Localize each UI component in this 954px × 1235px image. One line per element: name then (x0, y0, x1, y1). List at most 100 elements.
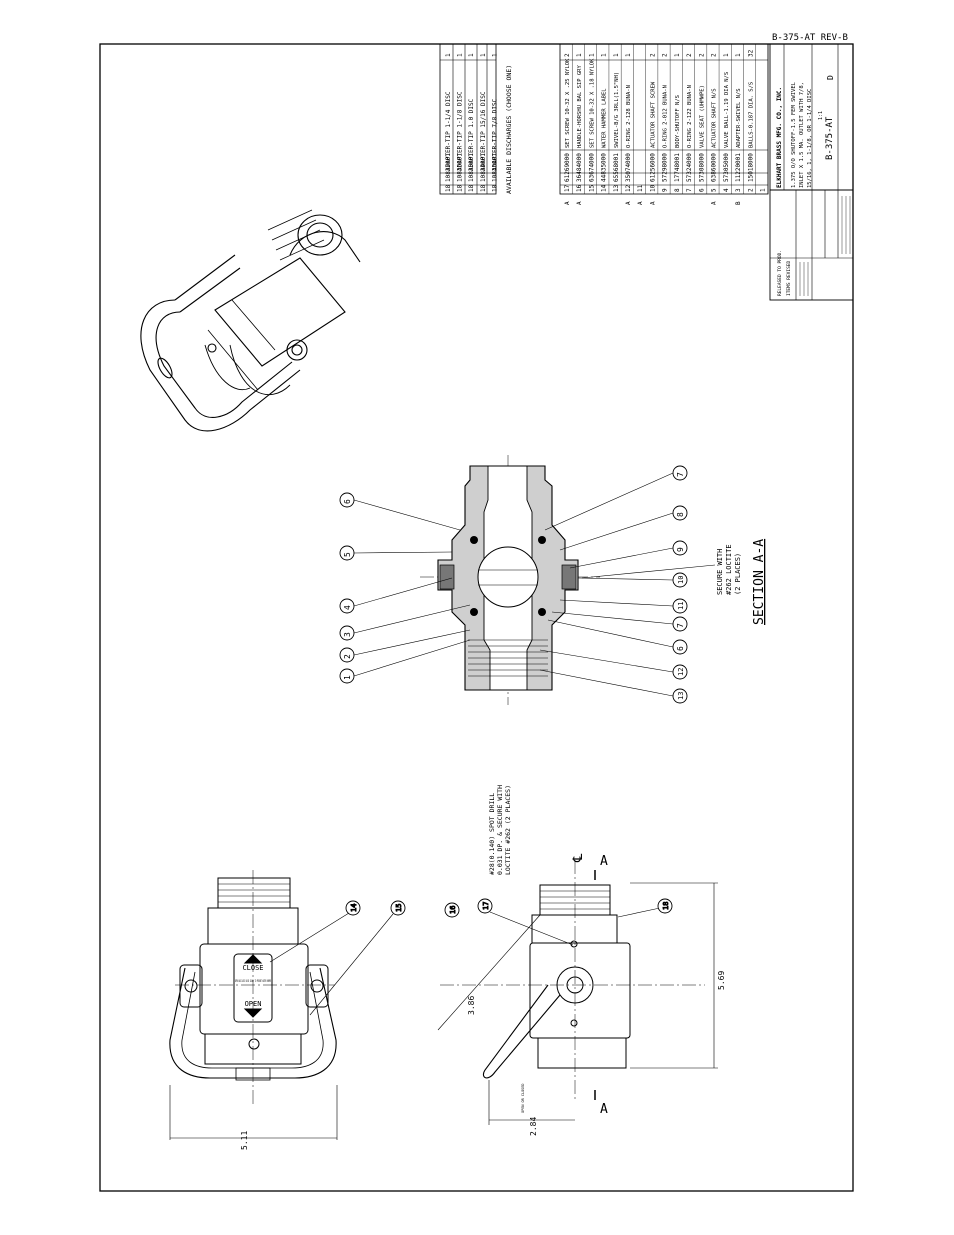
front-dim-width: 5.11 (240, 1131, 249, 1150)
section-balloon-7: 7 (672, 465, 688, 481)
bom-row-item: 7 (686, 188, 693, 192)
side-dim-handle: 3.86 (467, 996, 476, 1015)
svg-text:5: 5 (343, 552, 352, 557)
bom-row-part: 15018000 (747, 153, 754, 182)
side-view: 5.69 3.86 2.84 OPEN OR CLOSED #28(0.140)… (437, 785, 726, 1136)
bom-row-mark: A (576, 201, 583, 205)
title-desc-3: 15/16, 1, 1-1/8, OR 1-1/4 DISC (807, 89, 813, 188)
bom-row-qty: 1 (601, 53, 608, 57)
bom-row-mark: A (649, 201, 656, 205)
svg-text:15: 15 (395, 904, 403, 912)
bom-row-desc: BALLS-0.187 DIA. S/S (748, 82, 754, 148)
section-balloon-6: 6 (672, 639, 688, 655)
side-dim-overall: 5.69 (717, 971, 726, 990)
section-balloon-12: 12 (672, 664, 688, 680)
discharge-row-part: 10837001 (445, 153, 452, 182)
section-balloon-6: 6 (339, 492, 355, 508)
bom-row-qty: 1 (674, 53, 681, 57)
section-note-2: #262 LOCTITE (725, 544, 733, 595)
side-note-3: LOCTITE #262 (2 PLACES) (504, 785, 512, 875)
bom-row-qty: 1 (588, 53, 595, 57)
bom-row-desc: ACTUATOR SHAFT N/S (712, 88, 718, 148)
bom-row-part: 57298000 (662, 153, 669, 182)
section-note-1: SECURE WITH (716, 549, 724, 595)
bom-row-desc: VALVE SEAT (UHMWPE) (699, 85, 705, 148)
bom-row-desc: SET SCREW 10-32 X .18 NYLOK (589, 58, 595, 148)
bom-row-part: 61269000 (564, 153, 571, 182)
discharge-row-part: 10834001 (480, 153, 487, 182)
section-note-3: (2 PLACES) (734, 553, 742, 595)
section-balloon-5: 5 (339, 545, 355, 561)
bom-row-qty: 1 (735, 53, 742, 57)
bom-row-item: 5 (711, 188, 718, 192)
section-balloon-1: 1 (339, 668, 355, 684)
bom-row-item: 3 (735, 188, 742, 192)
section-balloon-7: 7 (672, 616, 688, 632)
svg-text:4: 4 (343, 605, 352, 610)
svg-text:17: 17 (482, 902, 490, 910)
svg-text:7: 7 (676, 623, 685, 628)
bom-row-part: 35074000 (625, 153, 632, 182)
bom-row-desc: HANDLE-HORSHU BAL SIP GRY (577, 65, 583, 148)
bom-row-desc: ADAPTER-SWIVEL N/S (736, 88, 742, 148)
bom-row-qty: 1 (625, 53, 632, 57)
scale: 1:1 (818, 111, 824, 120)
rev-a: RELEASED TO PROD. (777, 250, 783, 296)
svg-text:8: 8 (676, 512, 685, 517)
bom-row-item: 12 (625, 184, 632, 192)
bom-row-item: 17 (564, 184, 571, 192)
svg-text:12: 12 (677, 668, 685, 676)
section-balloon-10: 10 (672, 572, 688, 588)
bom-row-mark: B (735, 201, 742, 205)
section-a-a: SECTION A-A SECURE WITH #262 LOCTITE (2 … (339, 455, 767, 705)
section-balloon-3: 3 (339, 625, 355, 641)
front-label-close: CLOSE (242, 964, 263, 972)
discharge-row-item: 18 (457, 184, 464, 192)
discharge-row-desc: ADAPTER-TIP 1-1/8 DISC (457, 91, 464, 171)
svg-text:2: 2 (343, 654, 352, 659)
section-balloon-9: 9 (672, 540, 688, 556)
bom-row-item: 11 (637, 184, 644, 192)
bom-row-qty: 2 (649, 53, 656, 57)
bom-row-item: 13 (613, 184, 620, 192)
bom-row-mark: A (637, 201, 644, 205)
discharge-row-part: 10836001 (457, 153, 464, 182)
svg-text:9: 9 (676, 547, 685, 552)
svg-text:7: 7 (676, 472, 685, 477)
bom-row-item: 9 (662, 188, 669, 192)
bom-row-qty: 32 (747, 49, 754, 57)
section-balloon-11: 11 (672, 598, 688, 614)
bom-row-part: 63674000 (588, 153, 595, 182)
bom-row-qty: 1 (613, 53, 620, 57)
bom-row-item: 4 (723, 188, 730, 192)
svg-text:6: 6 (676, 646, 685, 651)
bom-row-qty: 2 (711, 53, 718, 57)
side-balloon-17: 17 (477, 898, 493, 914)
discharge-row-item: 18 (445, 184, 452, 192)
svg-text:10: 10 (677, 576, 685, 584)
bom-row-qty: 2 (564, 53, 571, 57)
section-title: SECTION A-A (752, 539, 767, 625)
front-label-open: OPEN (245, 1000, 262, 1008)
side-balloon-16: 16 (444, 902, 460, 918)
discharge-row-desc: ADAPTER-TIP 15/16 DISC (480, 91, 487, 171)
discharge-row-qty: 1 (491, 53, 498, 57)
bom-row-item: 16 (576, 184, 583, 192)
bom-row-item: 6 (698, 188, 705, 192)
side-note-2: 0.031 DP. & SECURE WITH (496, 785, 504, 875)
side-note-1: #28(0.140) SPOT DRILL (488, 793, 496, 875)
discharge-caption: AVAILABLE DISCHARGES (CHOOSE ONE) (505, 65, 513, 194)
bom-row-qty: 2 (662, 53, 669, 57)
bom-row-item: 1 (760, 188, 767, 192)
title-block: ELKHART BRASS MFG. CO., INC. 1.375 O/O S… (769, 43, 854, 301)
svg-text:3: 3 (343, 632, 352, 637)
bom-row-mark: A (711, 201, 718, 205)
bom-row-item: 10 (649, 184, 656, 192)
bom-row-part: 57324000 (686, 153, 693, 182)
bom-row-desc: VALVE BALL-1.19 DIA N/S (724, 72, 730, 148)
svg-text:11: 11 (677, 602, 685, 610)
bom-row-qty: 1 (576, 53, 583, 57)
svg-text:13: 13 (677, 692, 685, 700)
section-balloon-8: 8 (672, 505, 688, 521)
